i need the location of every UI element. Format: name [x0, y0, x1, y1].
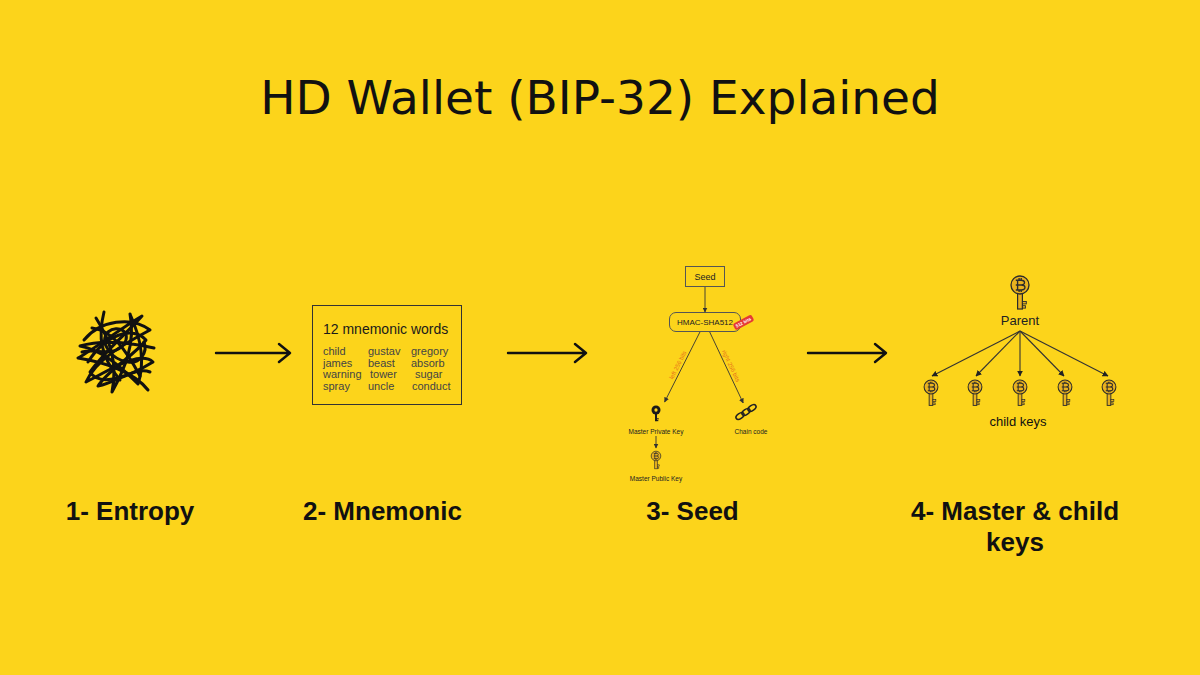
- mnemonic-word: gregory: [411, 345, 448, 357]
- flow-arrow: [665, 332, 700, 402]
- entropy-scribble: [78, 312, 154, 392]
- bit-size-badge: 512 bits: [733, 315, 755, 331]
- chain-link: [747, 403, 757, 412]
- flow-arrow: [656, 436, 657, 448]
- mnemonic-word: sugar: [415, 368, 443, 380]
- stage-arrow: [508, 344, 586, 362]
- hash-function-box: HMAC-SHA512: [669, 312, 741, 332]
- node-text: Master Private Key: [629, 428, 684, 436]
- public-key-icon: [651, 451, 661, 469]
- private-key-icon: [652, 406, 661, 422]
- mnemonic-word: spray: [323, 380, 350, 392]
- branch-line: [932, 331, 1020, 376]
- mnemonic-box: 12 mnemonic words child gustav gregory james…: [312, 305, 462, 405]
- mnemonic-word: beast: [368, 357, 395, 369]
- mnemonic-word: child: [323, 345, 346, 357]
- mnemonic-word: uncle: [368, 380, 394, 392]
- parent-child-lines: [932, 331, 1108, 376]
- seed-box: Seed: [685, 266, 725, 287]
- parent-key: Parent: [985, 268, 1055, 328]
- stage-arrow: [808, 344, 886, 362]
- group-caption: child keys: [958, 414, 1078, 429]
- stage-label: 4- Master & child keys: [890, 496, 1140, 558]
- mnemonic-word: james: [323, 357, 352, 369]
- child-key-icon: [968, 380, 982, 405]
- node-text: Master Public Key: [630, 475, 682, 483]
- child-key-icon: [924, 380, 938, 405]
- stage-label: 1- Entropy: [40, 496, 220, 527]
- flow-arrow: [705, 287, 706, 312]
- node-text: HMAC-SHA512: [677, 318, 733, 327]
- branch-line: [1020, 331, 1108, 376]
- box-heading: 12 mnemonic words: [323, 321, 448, 337]
- child-key-icon: [1058, 380, 1072, 405]
- flow-arrow: [710, 332, 743, 403]
- edge-label: right 256 bits: [720, 349, 740, 383]
- stage-label: 2- Mnemonic: [285, 496, 480, 527]
- master-public-key: Master Public Key: [626, 448, 686, 483]
- mnemonic-word: absorb: [411, 357, 445, 369]
- node-text: Parent: [1001, 313, 1039, 328]
- branch-line: [976, 331, 1020, 376]
- branch-line: [1020, 331, 1064, 376]
- mnemonic-word: gustav: [368, 345, 400, 357]
- stage-arrow: [216, 344, 886, 362]
- mnemonic-word: conduct: [412, 380, 451, 392]
- edge-label: left 256 bits: [669, 350, 688, 380]
- node-text: Seed: [694, 272, 715, 282]
- scribble-stroke: [82, 329, 145, 362]
- mnemonic-word: tower: [370, 368, 397, 380]
- diagram-title: HD Wallet (BIP-32) Explained: [0, 70, 1200, 125]
- node-text: Chain code: [735, 428, 768, 436]
- stage-arrow: [216, 344, 290, 362]
- stage-label: 3- Seed: [610, 496, 775, 527]
- parent-key-icon: [1011, 276, 1029, 309]
- mnemonic-word: warning: [323, 368, 362, 380]
- child-key-icon: [1013, 380, 1027, 405]
- master-private-key: Master Private Key: [626, 402, 686, 436]
- chain-icon: [735, 403, 757, 420]
- child-key-icon: [1102, 380, 1116, 405]
- chain-code: Chain code: [720, 403, 782, 436]
- branch-line: [1019, 331, 1020, 376]
